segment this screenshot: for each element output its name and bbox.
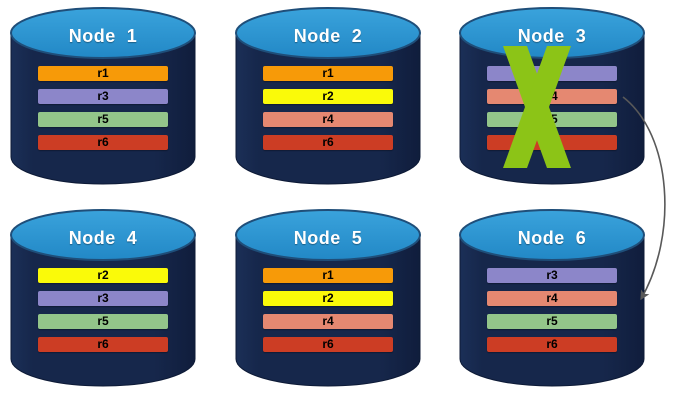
record-bar[interactable]: r5	[487, 314, 617, 329]
record-label: r4	[322, 112, 334, 126]
record-bar[interactable]: r2	[38, 268, 168, 283]
record-label: r6	[546, 135, 558, 149]
record-bar[interactable]: r5	[38, 314, 168, 329]
record-bar[interactable]: r4	[263, 112, 393, 127]
record-bar[interactable]: r2	[263, 291, 393, 306]
record-list: r3 r4 r5 r6	[487, 66, 617, 158]
record-label: r6	[322, 337, 334, 351]
record-list: r1 r3 r5 r6	[38, 66, 168, 158]
record-bar[interactable]: r5	[38, 112, 168, 127]
record-label: r1	[97, 66, 109, 80]
record-bar[interactable]: r3	[38, 291, 168, 306]
record-list: r1 r2 r4 r6	[263, 268, 393, 360]
record-bar[interactable]: r4	[263, 314, 393, 329]
record-label: r6	[546, 337, 558, 351]
record-bar[interactable]: r6	[487, 135, 617, 150]
record-list: r2 r3 r5 r6	[38, 268, 168, 360]
record-bar[interactable]: r3	[487, 66, 617, 81]
record-label: r6	[322, 135, 334, 149]
record-bar[interactable]: r6	[263, 337, 393, 352]
record-bar[interactable]: r5	[487, 112, 617, 127]
record-label: r4	[322, 314, 334, 328]
record-label: r2	[322, 89, 334, 103]
record-bar[interactable]: r1	[263, 268, 393, 283]
record-bar[interactable]: r2	[263, 89, 393, 104]
record-list: r1 r2 r4 r6	[263, 66, 393, 158]
record-bar[interactable]: r3	[487, 268, 617, 283]
record-bar[interactable]: r3	[38, 89, 168, 104]
record-list: r3 r4 r5 r6	[487, 268, 617, 360]
record-bar[interactable]: r4	[487, 89, 617, 104]
record-bar[interactable]: r6	[263, 135, 393, 150]
record-label: r4	[546, 89, 558, 103]
record-bar[interactable]: r1	[38, 66, 168, 81]
record-bar[interactable]: r1	[263, 66, 393, 81]
record-bar[interactable]: r6	[38, 135, 168, 150]
record-bar[interactable]: r6	[38, 337, 168, 352]
record-label: r3	[546, 66, 558, 80]
record-label: r5	[97, 112, 109, 126]
record-label: r1	[322, 66, 334, 80]
record-label: r6	[97, 337, 109, 351]
record-label: r3	[97, 89, 109, 103]
record-label: r5	[546, 112, 558, 126]
record-label: r6	[97, 135, 109, 149]
record-label: r2	[322, 291, 334, 305]
record-label: r2	[97, 268, 109, 282]
record-label: r3	[97, 291, 109, 305]
record-bar[interactable]: r4	[487, 291, 617, 306]
record-label: r5	[97, 314, 109, 328]
record-label: r4	[546, 291, 558, 305]
record-label: r5	[546, 314, 558, 328]
record-bar[interactable]: r6	[487, 337, 617, 352]
record-label: r1	[322, 268, 334, 282]
record-label: r3	[546, 268, 558, 282]
